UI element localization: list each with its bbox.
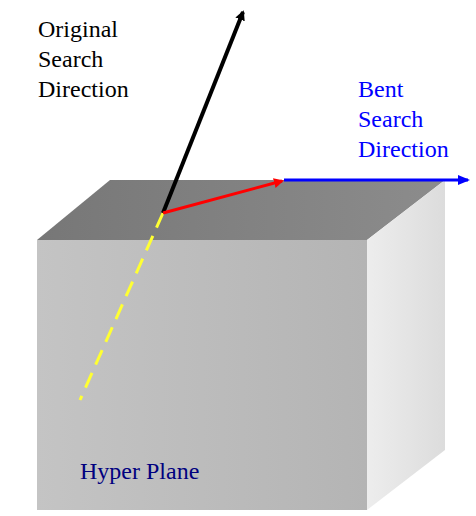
projected-arrow — [163, 181, 282, 213]
front-face — [37, 240, 367, 510]
plane-label: Hyper Plane — [80, 456, 280, 486]
direction-label: Original Search Direction — [38, 14, 168, 104]
bent-arrow — [284, 179, 468, 182]
direction-label: Bent Search Direction — [358, 74, 470, 164]
original-arrow — [163, 12, 243, 213]
right-face — [367, 180, 445, 510]
hidden-direction — [80, 213, 163, 400]
